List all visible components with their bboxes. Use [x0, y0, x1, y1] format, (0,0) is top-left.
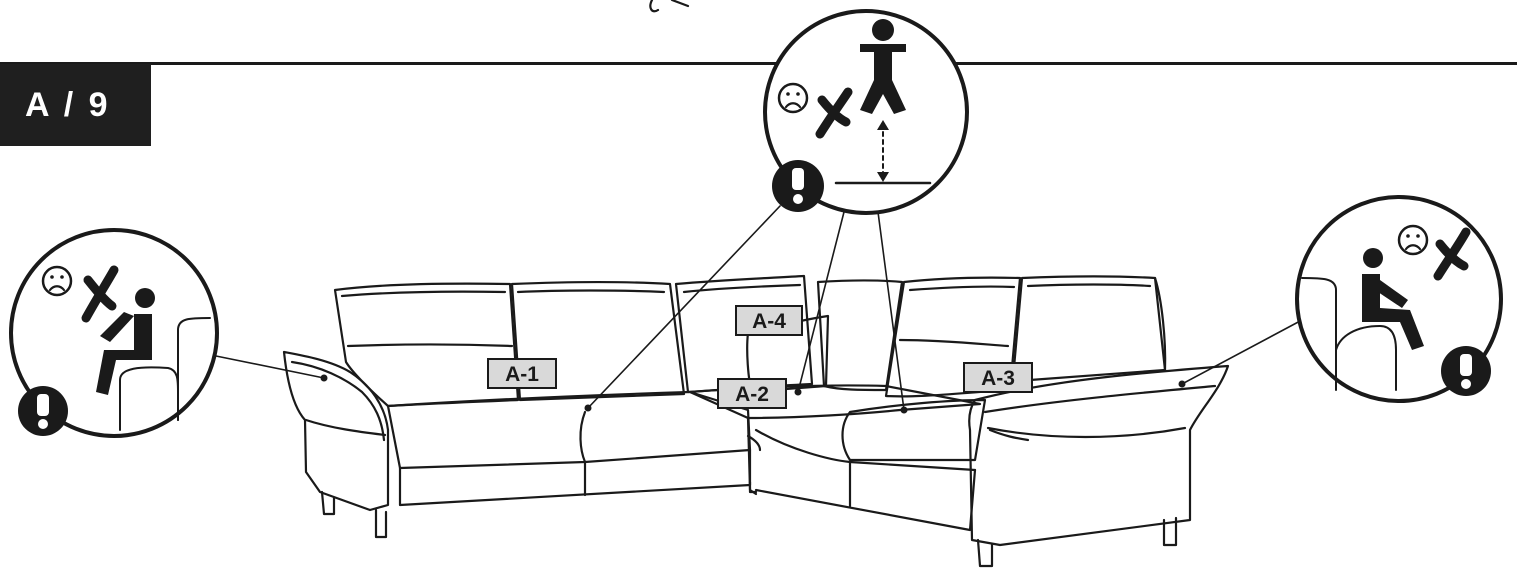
part-label-a2-text: A-2 [735, 383, 769, 406]
exclamation-badge-icon [18, 386, 68, 436]
part-label-a3-text: A-3 [981, 367, 1015, 390]
exclamation-badge-icon [1441, 346, 1491, 396]
left-warning-bubble [11, 230, 217, 436]
top-decoration [650, 0, 688, 11]
part-label-a1-text: A-1 [505, 363, 539, 386]
part-label-a4: A-4 [736, 306, 802, 335]
part-label-a4-text: A-4 [752, 310, 786, 333]
exclamation-badge-icon [772, 160, 824, 212]
part-label-a1: A-1 [488, 359, 556, 388]
part-label-a2: A-2 [718, 379, 786, 408]
right-warning-bubble [1297, 197, 1501, 401]
center-warning-bubble [765, 11, 967, 213]
part-label-a3: A-3 [964, 363, 1032, 392]
